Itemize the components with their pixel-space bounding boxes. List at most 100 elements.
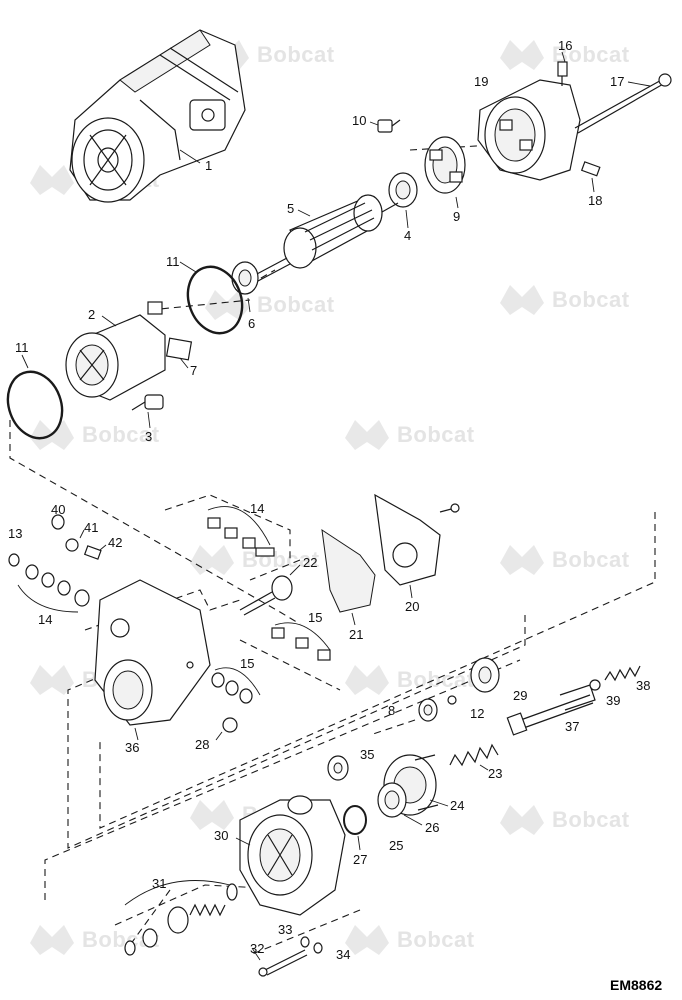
- part-1-starter-assembly: [69, 29, 246, 203]
- part-14-contacts-upper: [207, 506, 275, 557]
- part-19-end-cover: [477, 79, 581, 181]
- callout-16: 16: [558, 38, 572, 53]
- callout-17: 17: [610, 74, 624, 89]
- watermark-4: Bobcat: [500, 285, 630, 315]
- svg-text:Bobcat: Bobcat: [552, 807, 630, 832]
- callout-38: 38: [636, 678, 650, 693]
- callout-20: 20: [405, 599, 419, 614]
- part-16-screw: [557, 51, 568, 86]
- svg-text:Bobcat: Bobcat: [257, 292, 335, 317]
- callout-29: 29: [513, 688, 527, 703]
- part-39-ball: [589, 679, 601, 691]
- part-11-o-ring-lower: [6, 354, 64, 440]
- svg-text:Bobcat: Bobcat: [552, 547, 630, 572]
- callout-34: 34: [336, 947, 350, 962]
- part-5-armature: [254, 194, 399, 282]
- part-34-washer: [313, 942, 323, 954]
- part-14-washers-left: [17, 564, 90, 613]
- callout-2: 2: [88, 307, 95, 322]
- callout-28: 28: [195, 737, 209, 752]
- callout-5: 5: [287, 201, 294, 216]
- svg-text:Bobcat: Bobcat: [242, 547, 320, 572]
- part-35-gear: [327, 755, 349, 781]
- part-18-pin: [580, 161, 601, 193]
- watermark-8: Bobcat: [500, 545, 630, 575]
- part-17-through-bolt: [574, 73, 672, 134]
- part-15-contacts-upper: [271, 622, 331, 661]
- callout-26: 26: [425, 820, 439, 835]
- part-12-ball: [447, 695, 457, 705]
- part-11-o-ring-upper: [179, 261, 244, 335]
- part-41-washer: [65, 529, 85, 552]
- callout-25: 25: [389, 838, 403, 853]
- part-27-snap-ring: [343, 805, 367, 851]
- callout-41: 41: [84, 520, 98, 535]
- callout-11-upper: 11: [166, 254, 180, 269]
- svg-text:Bobcat: Bobcat: [82, 422, 160, 447]
- part-8-gear: [418, 698, 438, 722]
- callout-12: 12: [470, 706, 484, 721]
- callout-6: 6: [248, 316, 255, 331]
- callout-33: 33: [278, 922, 292, 937]
- callout-3: 3: [145, 429, 152, 444]
- callout-35: 35: [360, 747, 374, 762]
- part-29-idler-gear: [470, 657, 500, 693]
- watermark-2: Bobcat: [500, 40, 629, 70]
- watermark-9: Bobcat: [190, 545, 320, 575]
- part-10-brush: [369, 119, 401, 133]
- part-36-solenoid-housing: [94, 579, 211, 741]
- watermark-15: Bobcat: [345, 925, 475, 955]
- callout-1: 1: [205, 158, 212, 173]
- callout-19: 19: [474, 74, 488, 89]
- callout-15-lower: 15: [240, 656, 254, 671]
- callout-7: 7: [190, 363, 197, 378]
- callout-labels: 1 2 3 4 5 6 7 8 9 10 11 11 12 13 14 14 1…: [8, 38, 650, 962]
- callout-15-upper: 15: [308, 610, 322, 625]
- callout-30: 30: [214, 828, 228, 843]
- part-4-bearing: [388, 172, 418, 229]
- part-37-pinion-shaft: [506, 684, 596, 736]
- svg-text:Bobcat: Bobcat: [397, 927, 475, 952]
- watermark-5: Bobcat: [205, 290, 335, 320]
- part-30-drive-housing: [235, 795, 346, 916]
- part-3-terminal: [131, 394, 164, 429]
- callout-18: 18: [588, 193, 602, 208]
- callout-14-lower: 14: [38, 612, 52, 627]
- part-20-gasket: [374, 493, 460, 599]
- part-7-insulator: [165, 337, 193, 369]
- svg-text:Bobcat: Bobcat: [397, 422, 475, 447]
- part-26-ring: [403, 814, 423, 826]
- callout-13: 13: [8, 526, 22, 541]
- callout-22: 22: [303, 555, 317, 570]
- callout-24: 24: [450, 798, 464, 813]
- part-28-nut: [215, 717, 238, 741]
- part-22-plunger: [239, 564, 301, 616]
- callout-23: 23: [488, 766, 502, 781]
- callout-37: 37: [565, 719, 579, 734]
- watermark-12: Bobcat: [500, 805, 630, 835]
- part-21-gasket: [321, 528, 376, 626]
- part-2-yoke: [65, 301, 166, 401]
- callout-9: 9: [453, 209, 460, 224]
- callout-14-upper: 14: [250, 501, 264, 516]
- callout-4: 4: [404, 228, 411, 243]
- watermark-7: Bobcat: [345, 420, 475, 450]
- svg-text:Bobcat: Bobcat: [552, 287, 630, 312]
- watermark-11: Bobcat: [345, 665, 475, 695]
- callout-40: 40: [51, 502, 65, 517]
- callout-42: 42: [108, 535, 122, 550]
- figure-code: EM8862: [610, 977, 662, 993]
- part-32-bolt: [251, 947, 308, 977]
- svg-text:Bobcat: Bobcat: [257, 42, 335, 67]
- callout-32: 32: [250, 941, 264, 956]
- part-33-washer: [300, 936, 310, 948]
- callout-27: 27: [353, 852, 367, 867]
- part-31-drive-gear-set: [124, 880, 238, 956]
- svg-text:Bobcat: Bobcat: [397, 667, 475, 692]
- callout-39: 39: [606, 693, 620, 708]
- part-40-nut: [51, 514, 65, 530]
- part-42-terminal-bolt: [83, 544, 107, 560]
- callout-11-lower: 11: [15, 340, 29, 355]
- callout-21: 21: [349, 627, 363, 642]
